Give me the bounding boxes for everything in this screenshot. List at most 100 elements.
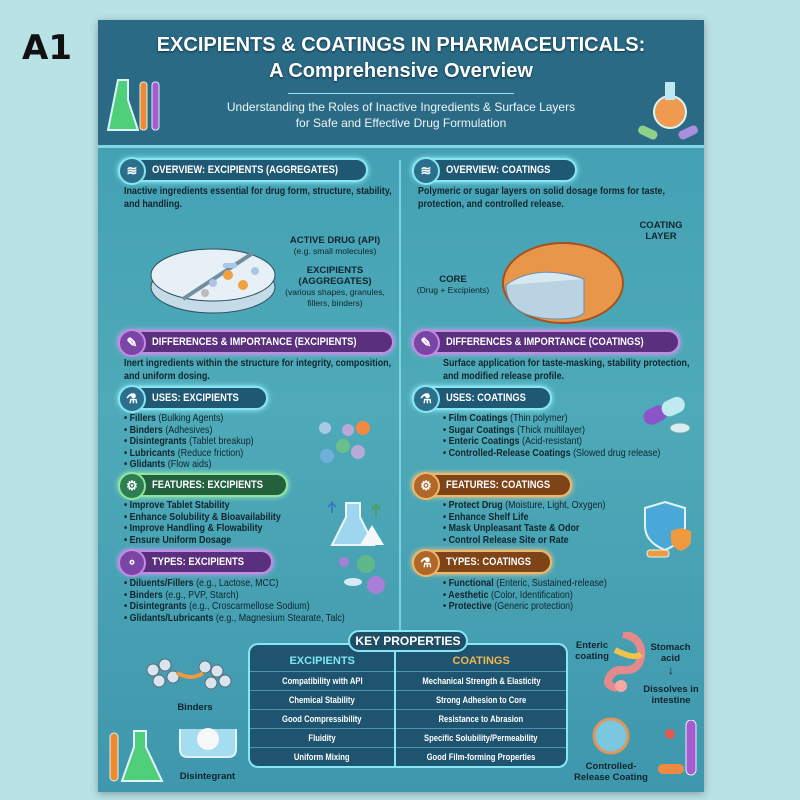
lab-glassware-icon (106, 79, 160, 131)
list-item-term: Disintegrants (129, 435, 187, 448)
stomach-acid-label: Stomach acid (650, 642, 691, 664)
layers-icon: ≋ (118, 157, 146, 185)
types-excipients-header: ⚬TYPES: EXCIPIENTS (118, 549, 273, 577)
list-item-detail: (Adhesives) (165, 423, 213, 436)
property-text: Compatibility with API (281, 675, 363, 686)
types-coatings-title: TYPES: COATINGS (446, 556, 532, 568)
title-line-2: A Comprehensive Overview (269, 60, 533, 82)
list-item: Functional (Enteric, Sustained-release) (443, 577, 607, 590)
list-item-term: Control Release Site or Rate (448, 533, 569, 546)
list-item-term: Lubricants (129, 446, 176, 459)
list-item-term: Ensure Uniform Dosage (129, 533, 232, 546)
list-item: Aesthetic (Color, Identification) (443, 588, 607, 602)
flask-pills-icon (638, 82, 698, 140)
core-label-sub: (Drug + Excipients) (416, 285, 490, 295)
table-row: Chemical Stability Strong Adhesion to Cor… (250, 690, 566, 710)
title-line-1: EXCIPIENTS & COATINGS IN PHARMACEUTICALS… (156, 34, 646, 56)
pencil-icon: ✎ (412, 329, 440, 357)
property-text: Uniform Mixing (294, 751, 351, 762)
gear-icon: ⚙ (412, 472, 440, 500)
property-text: Specific Solubility/Permeability (424, 732, 538, 743)
property-text: Good Film-forming Properties (426, 751, 536, 762)
list-item: Lubricants (Reduce friction) (124, 446, 254, 460)
overview-coatings-title: OVERVIEW: COATINGS (446, 164, 551, 176)
uses-coatings-title: USES: COATINGS (446, 392, 526, 404)
excipients-property-cell: Good Compressibility (250, 709, 397, 729)
binders-illustration (146, 658, 232, 690)
list-item: Enteric Coatings (Acid-resistant) (443, 435, 660, 448)
list-item-term: Disintegrants (129, 600, 187, 613)
list-item-term: Binders (129, 588, 163, 601)
list-item-detail: (Enteric, Sustained-release) (496, 577, 607, 589)
property-text: Fluidity (308, 732, 336, 743)
list-item-detail: (Acid-resistant) (522, 435, 583, 448)
binders-label: Binders (177, 702, 213, 713)
list-item: Film Coatings (Thin polymer) (443, 412, 660, 425)
list-item-detail: (Flow aids) (167, 458, 212, 471)
list-item-term: Improve Tablet Stability (129, 499, 230, 511)
molecules-icon (319, 421, 370, 463)
molecule-icon: ⚬ (118, 549, 146, 577)
flask-tube-icon (109, 730, 164, 782)
subtitle-line-2: for Safe and Effective Drug Formulation (295, 116, 507, 130)
uses-excipients-header: ⚗USES: EXCIPIENTS (118, 385, 268, 413)
list-item: Diluents/Fillers (e.g., Lactose, MCC) (124, 577, 345, 590)
list-item-detail: (e.g., PVP, Starch) (165, 588, 239, 601)
list-item: Disintegrants (e.g., Croscarmellose Sodi… (124, 600, 345, 613)
controlled-release-label: Controlled-Release Coating (574, 761, 648, 783)
list-item: Fillers (Bulking Agents) (124, 412, 254, 425)
property-text: Resistance to Abrasion (438, 713, 524, 724)
uses-coatings-header: ⚗ USES: COATINGS (412, 385, 552, 413)
list-item: Improve Handling & Flowability (124, 522, 281, 535)
excipient-tablet-illustration (150, 248, 276, 314)
infographic-poster: EXCIPIENTS & COATINGS IN PHARMACEUTICALS… (98, 20, 704, 792)
pencil-icon: ✎ (118, 329, 146, 357)
list-item-term: Protective (448, 600, 492, 613)
list-item-detail: (Generic protection) (494, 600, 574, 613)
list-item: Binders (e.g., PVP, Starch) (124, 588, 345, 602)
core-label: CORE(Drug + Excipients) (413, 274, 493, 296)
features-coatings-list: Protect Drug (Moisture, Light, Oxygen)En… (443, 499, 606, 546)
flask-icon: ⚗ (412, 385, 440, 413)
list-item-detail: (e.g., Lactose, MCC) (196, 577, 279, 589)
stomach-illustration (604, 632, 646, 692)
column-divider (399, 160, 401, 630)
coatings-property-cell: Strong Adhesion to Core (395, 690, 566, 710)
uses-excipients-title: USES: EXCIPIENTS (152, 392, 239, 404)
core-label-title: CORE (439, 274, 467, 285)
excipients-label-sub: (various shapes, granules, fillers, bind… (285, 287, 385, 308)
list-item-term: Fillers (129, 412, 156, 424)
arrow-down-icon: ↓ (668, 663, 674, 677)
api-label-sub: (e.g. small molecules) (293, 246, 377, 256)
differences-coatings-title: DIFFERENCES & IMPORTANCE (COATINGS) (446, 336, 644, 348)
overview-coatings-text: Polymeric or sugar layers on solid dosag… (418, 185, 666, 210)
excipients-property-cell: Chemical Stability (250, 690, 397, 710)
controlled-release-icon (592, 717, 630, 755)
header-banner: EXCIPIENTS & COATINGS IN PHARMACEUTICALS… (98, 20, 704, 148)
disintegrant-illustration (179, 728, 237, 758)
features-coatings-title: FEATURES: COATINGS (446, 479, 551, 491)
overview-coatings-header: ≋ OVERVIEW: COATINGS (412, 157, 577, 185)
list-item-term: Enhance Shelf Life (448, 510, 529, 523)
types-excipients-list: Diluents/Fillers (e.g., Lactose, MCC)Bin… (124, 577, 345, 625)
list-item-term: Controlled-Release Coatings (448, 446, 571, 459)
shield-check-icon (644, 500, 691, 558)
list-item-detail: (e.g., Magnesium Stearate, Talc) (215, 611, 345, 624)
list-item-term: Protect Drug (448, 499, 503, 511)
list-item-detail: (Thick multilayer) (517, 423, 585, 436)
features-coatings-header: ⚙ FEATURES: COATINGS (412, 472, 572, 500)
list-item: Glidants/Lubricants (e.g., Magnesium Ste… (124, 611, 345, 625)
list-item-detail: (Reduce friction) (177, 446, 244, 459)
list-item-term: Diluents/Fillers (129, 577, 194, 589)
title-divider (288, 93, 514, 94)
layers-icon: ≋ (412, 157, 440, 185)
property-text: Strong Adhesion to Core (436, 694, 527, 705)
excipients-label-title: EXCIPIENTS (AGGREGATES) (298, 265, 372, 287)
list-item-detail: (e.g., Croscarmellose Sodium) (189, 600, 310, 613)
list-item-detail: (Color, Identification) (490, 588, 573, 601)
coatings-property-cell: Resistance to Abrasion (395, 709, 566, 729)
list-item: Binders (Adhesives) (124, 423, 254, 437)
differences-excipients-text: Inert ingredients within the structure f… (124, 357, 392, 382)
